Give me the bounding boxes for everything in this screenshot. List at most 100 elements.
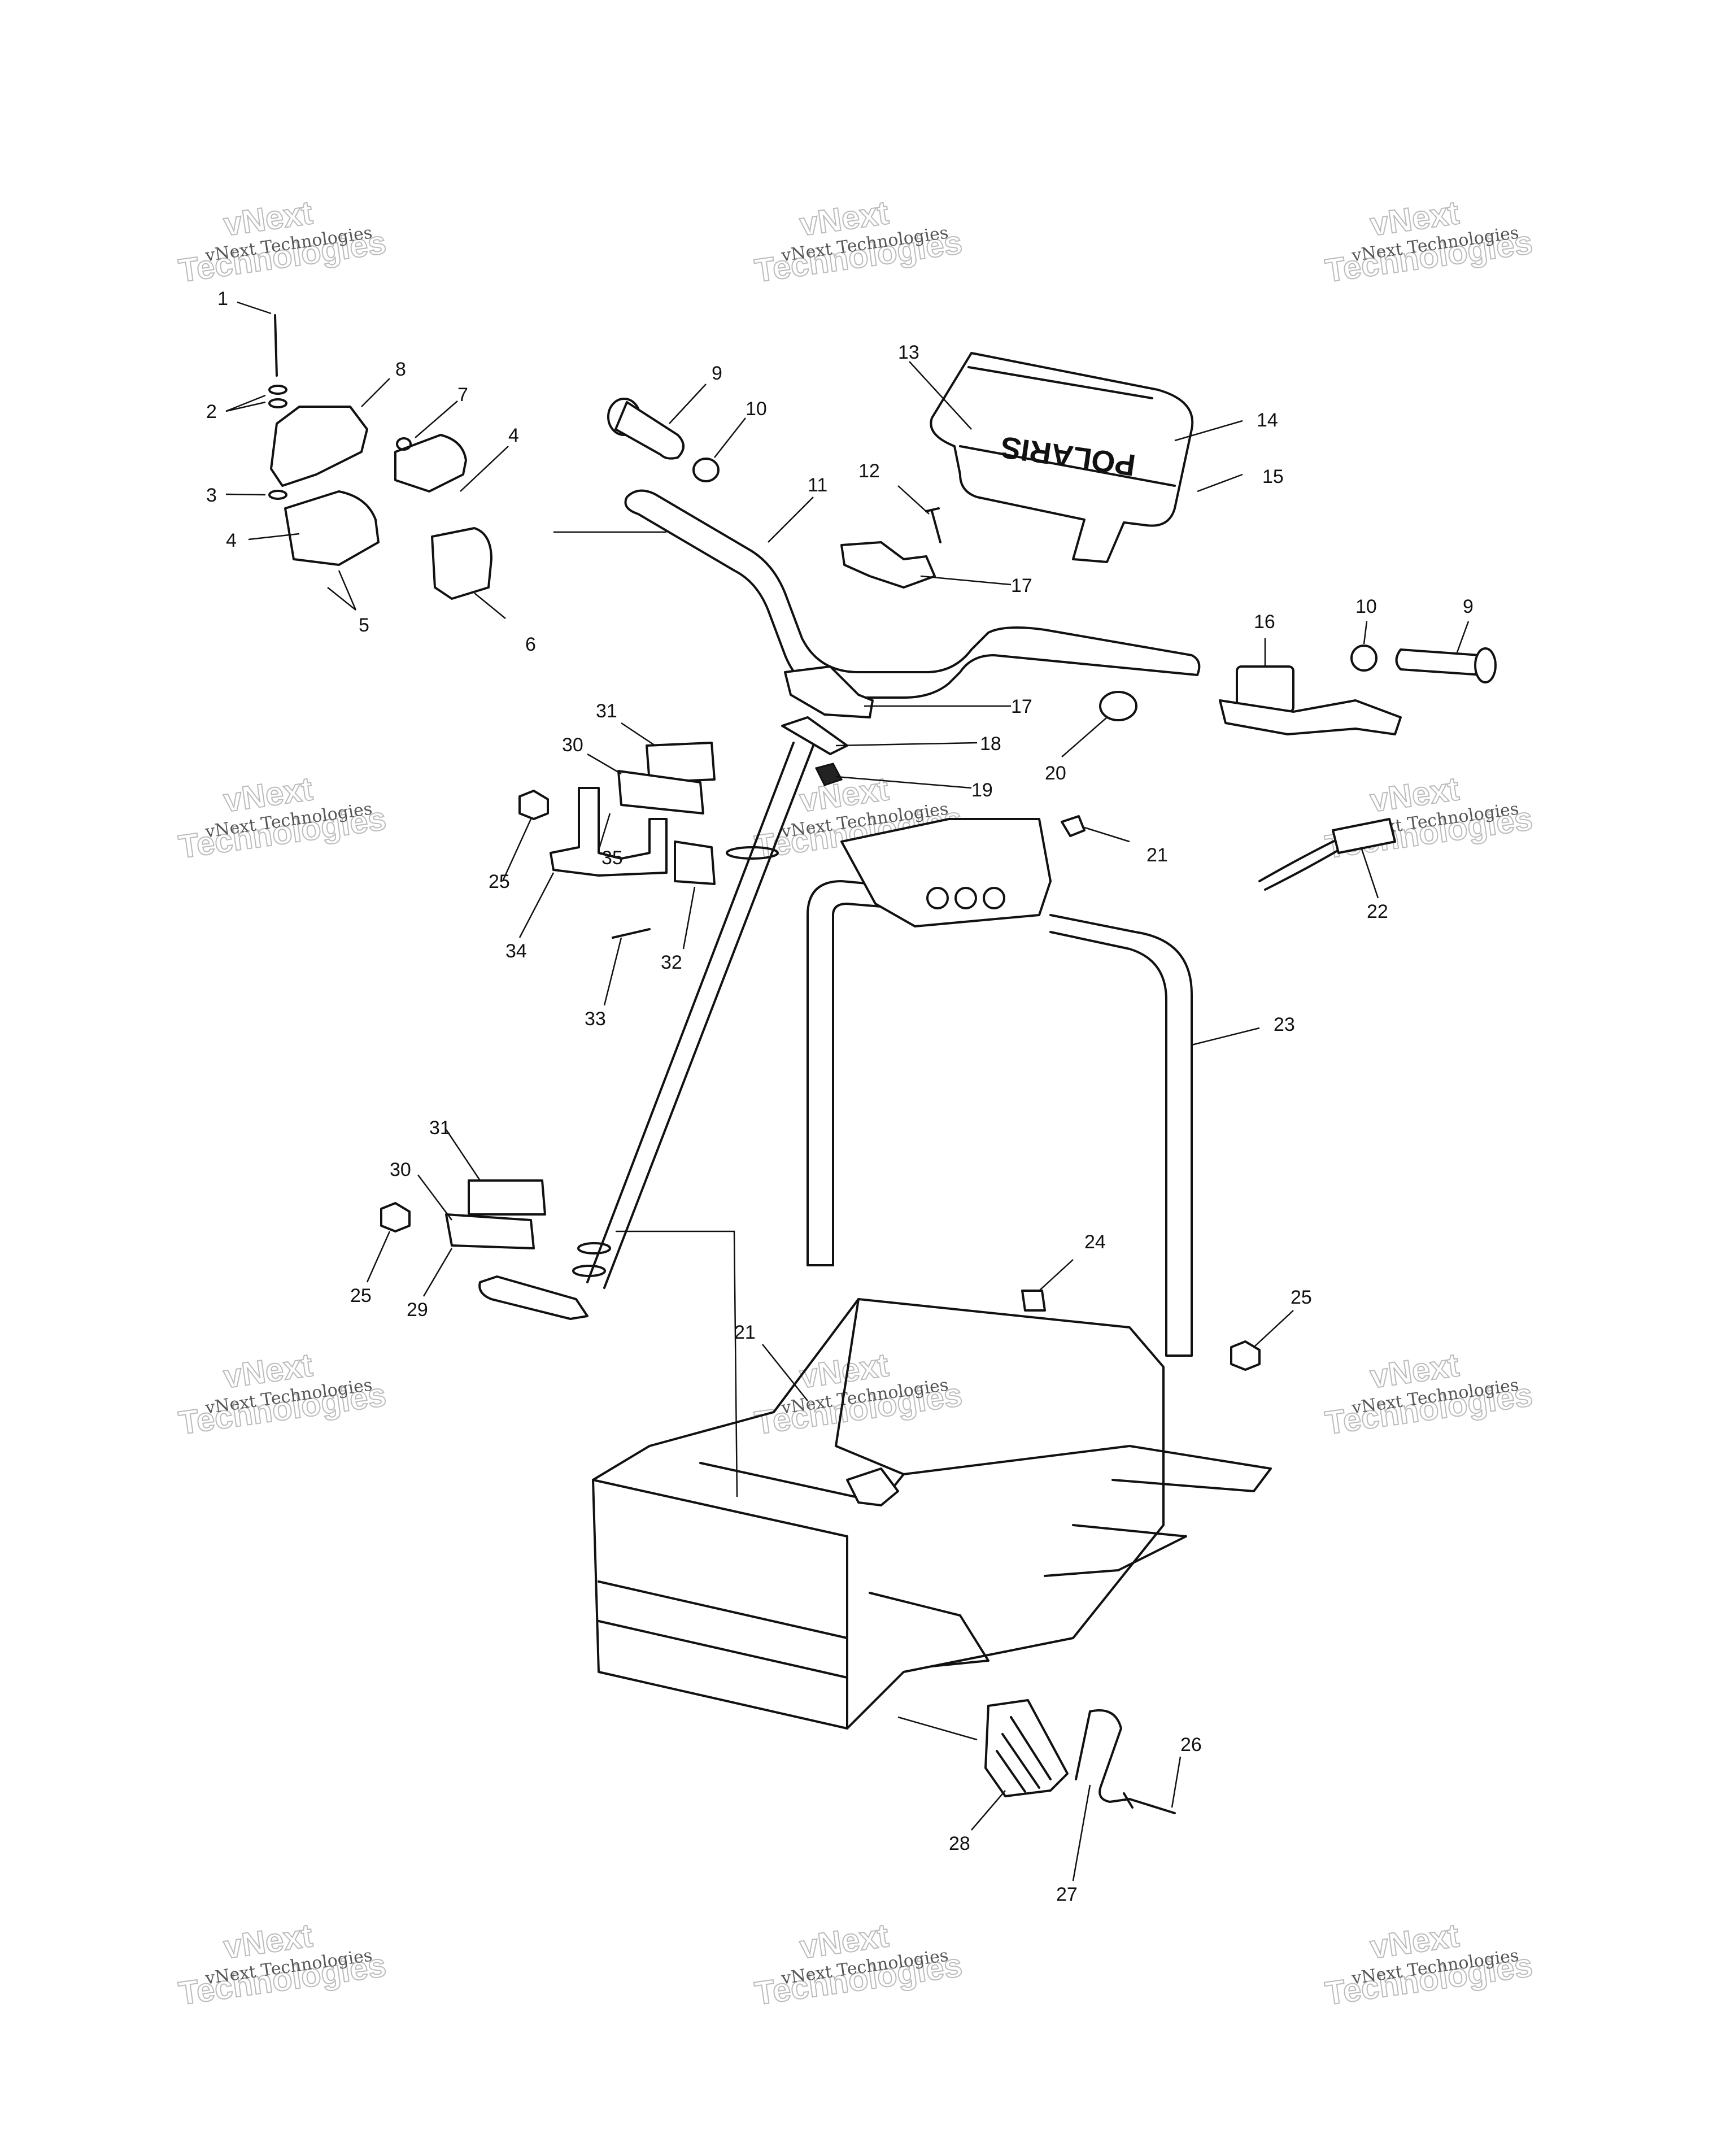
callout-15: 15 — [1262, 466, 1284, 487]
screw-26 — [1123, 1792, 1176, 1814]
callout-31: 31 — [429, 1117, 451, 1139]
callout-3: 3 — [206, 485, 217, 506]
callout-1: 1 — [217, 288, 228, 310]
callout-4: 4 — [226, 530, 237, 551]
grill-28-fin — [996, 1716, 1052, 1793]
bolt-1 — [274, 314, 278, 377]
callout-4: 4 — [508, 425, 519, 446]
watermark-layer: vNext Technologies vNext Technologies vN… — [176, 194, 1536, 2013]
leader-lines — [225, 301, 1470, 1881]
callout-19: 19 — [971, 779, 993, 801]
callout-31: 31 — [596, 700, 617, 722]
post-collar — [577, 1242, 611, 1255]
callout-14: 14 — [1257, 410, 1278, 431]
washer-3 — [268, 490, 287, 500]
callout-10: 10 — [1355, 596, 1377, 617]
mount-30-upper — [617, 770, 704, 815]
handlebar — [624, 489, 1201, 699]
callout-23: 23 — [1274, 1014, 1295, 1035]
clamp-upper — [840, 541, 936, 589]
callout-22: 22 — [1367, 901, 1388, 922]
callout-29: 29 — [407, 1299, 428, 1321]
watermark: vNext Technologies vNext Technologies — [1323, 1917, 1536, 2013]
bolt-21 — [1061, 815, 1086, 837]
bar-end-left — [692, 458, 720, 482]
bar-end-right — [1350, 644, 1377, 672]
chassis — [592, 1298, 1272, 1730]
mount-31-upper — [646, 742, 716, 783]
callout-10: 10 — [746, 398, 767, 420]
watermark: vNext Technologies vNext Technologies — [1323, 1346, 1536, 1442]
console-hole — [954, 887, 977, 909]
nut-25-right — [1230, 1340, 1261, 1371]
callout-25: 25 — [1291, 1287, 1312, 1308]
callout-13: 13 — [898, 342, 919, 363]
callout-33: 33 — [585, 1008, 606, 1030]
callout-34: 34 — [505, 940, 527, 962]
clip-27 — [1075, 1709, 1131, 1803]
callout-2: 2 — [206, 401, 217, 423]
watermark: vNext Technologies vNext Technologies — [176, 1917, 389, 2013]
handlebar-pad: POLARIS — [930, 352, 1194, 563]
callout-9: 9 — [712, 363, 722, 384]
assembly-leader — [616, 1230, 738, 1497]
callout-18: 18 — [980, 733, 1001, 755]
mount-30-lower — [445, 1213, 535, 1249]
callout-25: 25 — [350, 1285, 372, 1306]
mount-31-lower — [468, 1179, 546, 1216]
callout-17: 17 — [1011, 696, 1032, 717]
callout-28: 28 — [949, 1833, 970, 1854]
nut-25-lower — [380, 1202, 411, 1232]
watermark: vNext Technologies vNext Technologies — [176, 770, 389, 866]
callout-21: 21 — [1147, 844, 1168, 866]
callout-32: 32 — [661, 952, 682, 973]
parts-layer: POLARIS — [268, 314, 1497, 1814]
throttle-lever-bracket — [270, 406, 368, 487]
callout-17: 17 — [1011, 575, 1032, 596]
console-hole — [926, 887, 949, 909]
callout-25: 25 — [489, 871, 510, 892]
nut-25-upper — [518, 790, 549, 820]
grip-left — [607, 398, 685, 460]
steering-post — [586, 742, 814, 1289]
steering-support-hoop — [807, 880, 1193, 1357]
callout-26: 26 — [1180, 1734, 1202, 1756]
wiring-harness-22 — [1258, 824, 1379, 891]
callout-24: 24 — [1084, 1231, 1106, 1253]
callout-30: 30 — [390, 1159, 411, 1181]
oring-7 — [396, 437, 412, 451]
steering-arm — [478, 1275, 588, 1320]
watermark: vNext Technologies vNext Technologies — [752, 194, 965, 290]
plate-32 — [674, 840, 716, 885]
washer-2 — [268, 398, 287, 408]
console-bracket — [840, 818, 1052, 927]
callout-9: 9 — [1463, 596, 1474, 617]
connector-20 — [1099, 691, 1137, 721]
kill-switch — [431, 527, 492, 600]
callout-35: 35 — [601, 847, 623, 869]
callout-16: 16 — [1254, 611, 1275, 633]
switch-housing-upper — [394, 434, 467, 493]
callout-6: 6 — [525, 634, 536, 655]
callout-20: 20 — [1045, 763, 1066, 784]
bracket-34 — [550, 787, 668, 877]
brake-master-cylinder — [1219, 665, 1402, 735]
grill-28 — [984, 1699, 1069, 1797]
watermark: vNext Technologies vNext Technologies — [176, 194, 389, 290]
callout-27: 27 — [1056, 1884, 1078, 1905]
watermark: vNext Technologies vNext Technologies — [1323, 194, 1536, 290]
callout-21: 21 — [734, 1322, 756, 1343]
callout-12: 12 — [858, 460, 880, 482]
post-bushing — [726, 846, 779, 860]
bolt-12 — [925, 507, 941, 543]
callout-30: 30 — [562, 734, 583, 756]
clamp-lower — [784, 665, 874, 718]
rivet-33 — [612, 928, 651, 939]
heater-element-22 — [1332, 818, 1396, 854]
watermark: vNext Technologies vNext Technologies — [752, 1917, 965, 2013]
washer-2 — [268, 385, 287, 395]
watermark: vNext Technologies vNext Technologies — [176, 1346, 389, 1442]
callout-5: 5 — [359, 615, 369, 636]
switch-housing-lower — [284, 490, 380, 566]
